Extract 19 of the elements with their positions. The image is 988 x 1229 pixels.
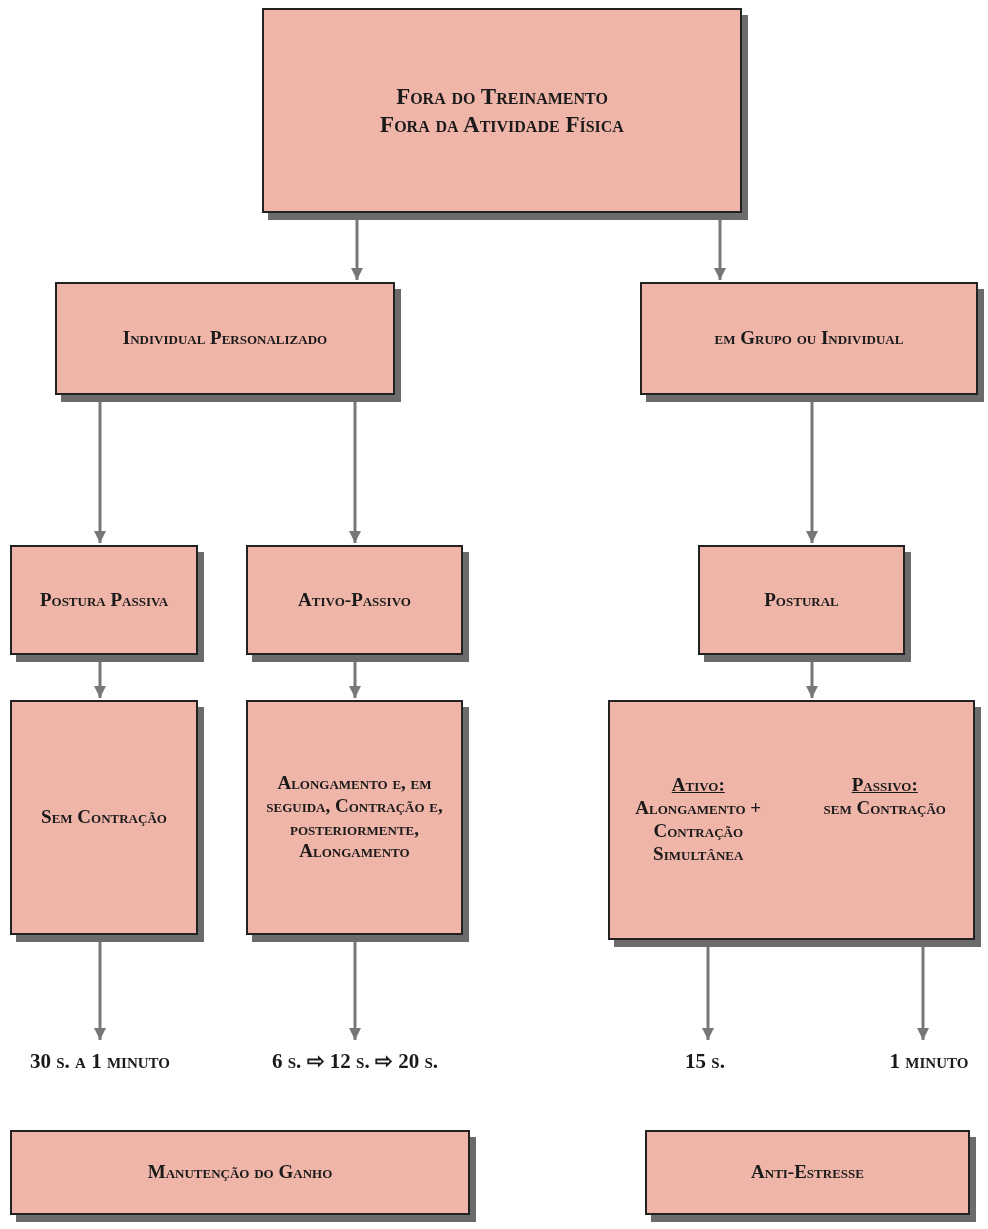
box-text: Anti-Estresse	[750, 1161, 865, 1184]
box-text: Alongamento e, em seguida, Contração e, posteriormente, Alongamento	[265, 771, 444, 864]
box-text: Postural	[763, 588, 840, 612]
duration-label: 30 s. a 1 minuto	[29, 1049, 171, 1075]
box-text: sem Contração	[822, 797, 947, 820]
duration-label: 6 s. ⇨ 12 s. ⇨ 20 s.	[271, 1049, 439, 1075]
box-text: Fora da Atividade Física	[379, 110, 625, 139]
box-text: Ativo-Passivo	[297, 588, 412, 612]
box-text: Individual Personalizado	[121, 327, 329, 350]
box-text: Postura Passiva	[38, 588, 170, 612]
heading-text: Ativo:	[670, 774, 726, 798]
box-text: Manutenção do Ganho	[146, 1161, 334, 1184]
box-text: Sem Contração	[40, 806, 168, 829]
box-text: Alongamento + Contração Simultânea	[634, 797, 763, 866]
duration-label: 1 minuto	[888, 1049, 970, 1075]
box-text: Fora do Treinamento	[395, 82, 609, 111]
heading-text: Passivo:	[850, 774, 919, 798]
box-text: em Grupo ou Individual	[713, 327, 905, 350]
duration-label: 15 s.	[684, 1049, 726, 1075]
